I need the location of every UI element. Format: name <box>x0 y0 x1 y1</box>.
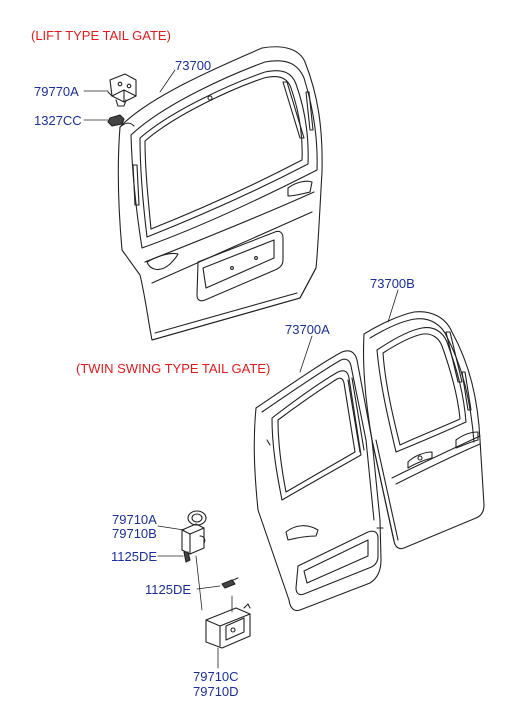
screw-1125DE-upper <box>157 551 191 563</box>
part-label-1327CC[interactable]: 1327CC <box>34 113 82 128</box>
latch-79710C-79710D <box>205 603 251 669</box>
part-label-1125DE-lower[interactable]: 1125DE <box>145 582 192 597</box>
part-label-79710C[interactable]: 79710C <box>193 669 239 684</box>
hinge-79770A <box>83 73 137 107</box>
part-label-79770A[interactable]: 79770A <box>34 84 79 99</box>
lock-79710A-79710B <box>157 510 207 555</box>
twin-door-right-73700B <box>362 311 485 550</box>
lift-tailgate-73700 <box>117 46 323 341</box>
part-label-79710D[interactable]: 79710D <box>193 684 239 699</box>
part-label-79710A[interactable]: 79710A <box>112 512 157 527</box>
part-label-73700A[interactable]: 73700A <box>285 322 330 337</box>
twin-section-title: (TWIN SWING TYPE TAIL GATE) <box>76 361 271 376</box>
screw-1125DE-lower <box>196 577 239 590</box>
part-label-73700B[interactable]: 73700B <box>370 276 415 291</box>
nut-1327CC <box>83 114 125 127</box>
part-label-79710B[interactable]: 79710B <box>112 526 157 541</box>
part-label-1125DE-upper[interactable]: 1125DE <box>111 549 158 564</box>
twin-door-left-73700A <box>253 350 384 612</box>
lift-section-title: (LIFT TYPE TAIL GATE) <box>31 28 171 43</box>
part-label-73700[interactable]: 73700 <box>175 58 212 73</box>
